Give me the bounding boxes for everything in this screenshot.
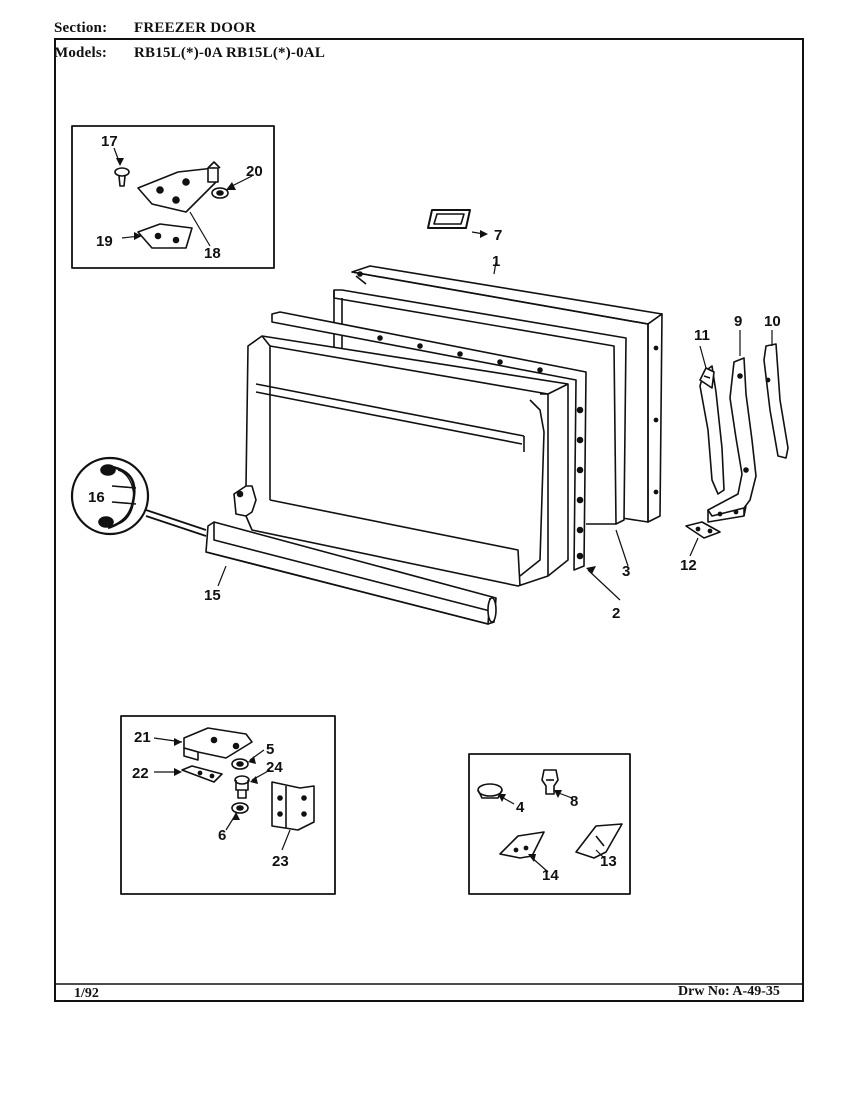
clip-fastener-8 xyxy=(541,769,559,795)
hinge-plate-18 xyxy=(137,161,221,213)
part-label-13: 13 xyxy=(600,853,617,870)
part-label-8: 8 xyxy=(570,793,578,810)
part-label-15: 15 xyxy=(204,587,221,604)
inset-box-top-hinge xyxy=(71,125,275,269)
part-label-24: 24 xyxy=(266,759,283,776)
shelf-bar-15 xyxy=(205,521,497,625)
hinge-plate-23 xyxy=(271,781,315,831)
part-label-21: 21 xyxy=(134,729,151,746)
part-label-22: 22 xyxy=(132,765,149,782)
models-value: RB15L(*)-0A RB15L(*)-0AL xyxy=(134,45,326,61)
part-label-17: 17 xyxy=(101,133,118,150)
shelf-clip-13 xyxy=(575,823,623,859)
inset-box-bottom-hinge xyxy=(120,715,336,895)
part-label-20: 20 xyxy=(246,163,263,180)
hinge-shim-19 xyxy=(137,223,193,249)
handle-shim-12 xyxy=(685,521,721,539)
part-label-16: 16 xyxy=(88,489,105,506)
leader-arrows xyxy=(116,158,596,862)
models-label: Models: xyxy=(54,45,108,61)
badge-7 xyxy=(427,209,471,229)
drawing-frame xyxy=(54,38,804,1002)
part-numbers: 17 20 19 18 7 1 11 9 10 16 3 12 2 15 21 … xyxy=(88,133,781,884)
part-label-11: 11 xyxy=(694,327,710,344)
hinge-screw-17 xyxy=(114,167,130,187)
part-label-18: 18 xyxy=(204,245,221,262)
inner-liner-2 xyxy=(271,311,587,571)
detail-circle-16 xyxy=(70,456,207,537)
part-label-3: 3 xyxy=(622,563,630,580)
washer-20 xyxy=(211,187,229,199)
shelf-clip-14 xyxy=(499,831,545,859)
footer-date: 1/92 xyxy=(74,986,99,1001)
door-liner-shelf xyxy=(233,335,569,587)
part-label-2: 2 xyxy=(612,605,620,622)
hinge-bracket-21 xyxy=(183,727,253,761)
part-label-1: 1 xyxy=(492,253,500,270)
part-label-12: 12 xyxy=(680,557,697,574)
section-value: FREEZER DOOR xyxy=(134,20,256,36)
washer-6 xyxy=(231,802,249,814)
footer-drawing-number: Drw No: A-49-35 xyxy=(678,984,780,999)
door-handle-11 xyxy=(699,365,725,495)
part-label-10: 10 xyxy=(764,313,781,330)
part-label-9: 9 xyxy=(734,313,742,330)
hinge-pin-24 xyxy=(234,775,250,799)
plug-button-4 xyxy=(477,783,503,799)
part-label-14: 14 xyxy=(542,867,559,884)
inset-box-misc-parts xyxy=(468,753,631,895)
hinge-shim-22 xyxy=(181,765,223,783)
part-label-19: 19 xyxy=(96,233,113,250)
part-label-5: 5 xyxy=(266,741,274,758)
section-label: Section: xyxy=(54,20,108,36)
part-label-23: 23 xyxy=(272,853,289,870)
handle-bracket-9 xyxy=(707,357,757,523)
handle-cover-10 xyxy=(763,343,789,459)
washer-5 xyxy=(231,758,249,770)
part-label-6: 6 xyxy=(218,827,226,844)
outer-door-panel-1 xyxy=(351,265,663,523)
part-label-7: 7 xyxy=(494,227,502,244)
part-label-4: 4 xyxy=(516,799,525,816)
